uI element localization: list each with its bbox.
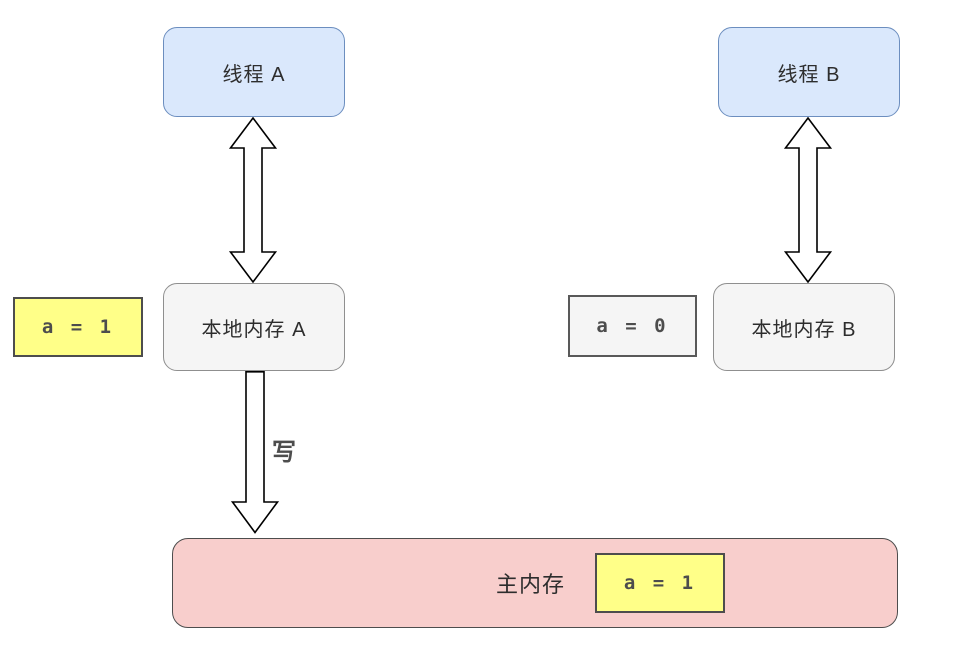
double-arrow-icon [784,117,832,283]
thread-b-box: 线程 B [718,27,900,117]
main-memory-label: 主内存 [496,572,566,597]
local-b-value-box: a = 0 [568,295,697,357]
local-a-value-box: a = 1 [13,297,143,357]
local-a-value: a = 1 [41,316,115,338]
local-memory-a-box: 本地内存 A [163,283,345,371]
write-edge-label: 写 [272,439,296,466]
thread-a-label: 线程 A [222,63,286,86]
double-arrow-icon [229,117,277,283]
local-b-value: a = 0 [596,315,669,337]
thread-a-box: 线程 A [163,27,345,117]
down-arrow-icon [231,371,279,534]
local-memory-b-label: 本地内存 B [751,318,857,341]
main-memory-content: 主内存 a = 1 [496,553,726,613]
local-memory-b-box: 本地内存 B [713,283,895,371]
main-memory-box: 主内存 a = 1 [172,538,898,628]
main-memory-value-box: a = 1 [595,553,726,613]
thread-b-label: 线程 B [777,63,841,86]
local-memory-a-label: 本地内存 A [201,318,307,341]
main-memory-value: a = 1 [623,572,697,594]
